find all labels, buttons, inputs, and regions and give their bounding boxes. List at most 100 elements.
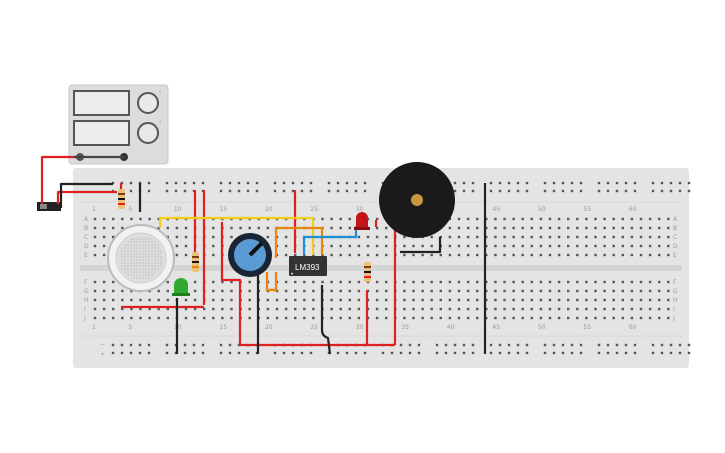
hole — [166, 289, 169, 293]
rail-hole — [165, 343, 169, 347]
hole — [439, 253, 442, 257]
hole — [412, 316, 415, 320]
hole — [567, 226, 570, 230]
rail-hole — [129, 189, 133, 193]
hole — [512, 307, 515, 311]
rail-hole — [579, 189, 583, 193]
sensor-mesh-dot — [148, 241, 150, 243]
hole — [485, 235, 488, 239]
sensor-mesh-dot — [145, 247, 147, 249]
rail-hole — [273, 351, 277, 355]
hole — [658, 289, 661, 293]
sensor-mesh-dot — [124, 250, 126, 252]
sensor-mesh-dot — [136, 271, 138, 273]
rail-hole — [237, 181, 241, 185]
rail-hole — [336, 351, 340, 355]
hole — [330, 289, 333, 293]
sensor-mesh-dot — [136, 265, 138, 267]
rail-hole — [633, 343, 637, 347]
potentiometer[interactable] — [228, 233, 272, 277]
rail-hole — [552, 181, 556, 185]
psu-voltage-knob[interactable] — [137, 92, 159, 114]
rail-hole — [192, 351, 196, 355]
rail-hole — [615, 189, 619, 193]
rail-hole — [597, 343, 601, 347]
hole — [494, 307, 497, 311]
hole — [585, 307, 588, 311]
hole — [112, 307, 115, 311]
rail-hole — [309, 189, 313, 193]
hole — [430, 253, 433, 257]
hole — [567, 307, 570, 311]
hole — [494, 298, 497, 302]
hole — [157, 226, 160, 230]
rail-hole — [174, 189, 178, 193]
hole — [212, 289, 215, 293]
sensor-mesh-dot — [121, 265, 123, 267]
rail-hole — [345, 351, 349, 355]
sensor-mesh-dot — [139, 262, 141, 264]
hole — [557, 280, 561, 284]
hole — [485, 226, 488, 230]
hole — [294, 316, 297, 320]
hole — [157, 307, 160, 311]
hole — [230, 289, 233, 293]
hole — [166, 307, 169, 311]
hole — [548, 253, 552, 257]
hole — [594, 316, 597, 320]
sensor-mesh-dot — [133, 238, 135, 240]
hole — [539, 298, 543, 302]
hole — [357, 316, 361, 320]
hole — [521, 226, 524, 230]
rail-plus-label: + — [100, 351, 105, 358]
rail-hole — [687, 343, 691, 347]
sensor-mesh-dot — [130, 256, 132, 258]
rail-hole — [165, 351, 169, 355]
hole — [466, 316, 470, 320]
hole — [93, 280, 97, 284]
rail-hole — [579, 181, 583, 185]
sensor-mesh-dot — [157, 250, 159, 252]
row-letter: A — [673, 216, 678, 223]
hole — [266, 298, 270, 302]
hole — [539, 217, 543, 221]
rail-hole — [201, 181, 205, 185]
hole — [557, 244, 561, 248]
hole — [139, 298, 142, 302]
column-number: 35 — [401, 324, 409, 331]
hole — [284, 307, 288, 311]
sensor-mesh-dot — [124, 259, 126, 261]
row-letter: C — [673, 234, 677, 241]
sensor-mesh-dot — [127, 247, 129, 249]
rail-hole — [471, 189, 475, 193]
hole — [375, 235, 379, 239]
hole — [375, 289, 379, 293]
hole — [448, 298, 452, 302]
sensor-mesh-dot — [142, 238, 144, 240]
hole — [212, 280, 215, 284]
hole — [457, 298, 461, 302]
rail-hole — [678, 351, 682, 355]
hole — [557, 307, 561, 311]
hole — [403, 244, 406, 248]
hole — [193, 289, 197, 293]
rail-hole — [633, 189, 637, 193]
hole — [266, 316, 270, 320]
rail-hole — [291, 351, 295, 355]
hole — [275, 307, 279, 311]
hole — [539, 226, 543, 230]
rail-hole — [435, 351, 439, 355]
sensor-mesh-dot — [121, 259, 123, 261]
hole — [430, 298, 433, 302]
hole — [576, 226, 579, 230]
hole — [375, 244, 379, 248]
column-number: 15 — [219, 206, 227, 213]
rail-hole — [354, 189, 358, 193]
hole — [339, 226, 342, 230]
rail-hole — [570, 351, 574, 355]
hole — [630, 226, 634, 230]
hole — [466, 289, 470, 293]
hole — [567, 217, 570, 221]
psu-current-knob[interactable] — [137, 122, 159, 144]
hole — [457, 226, 461, 230]
